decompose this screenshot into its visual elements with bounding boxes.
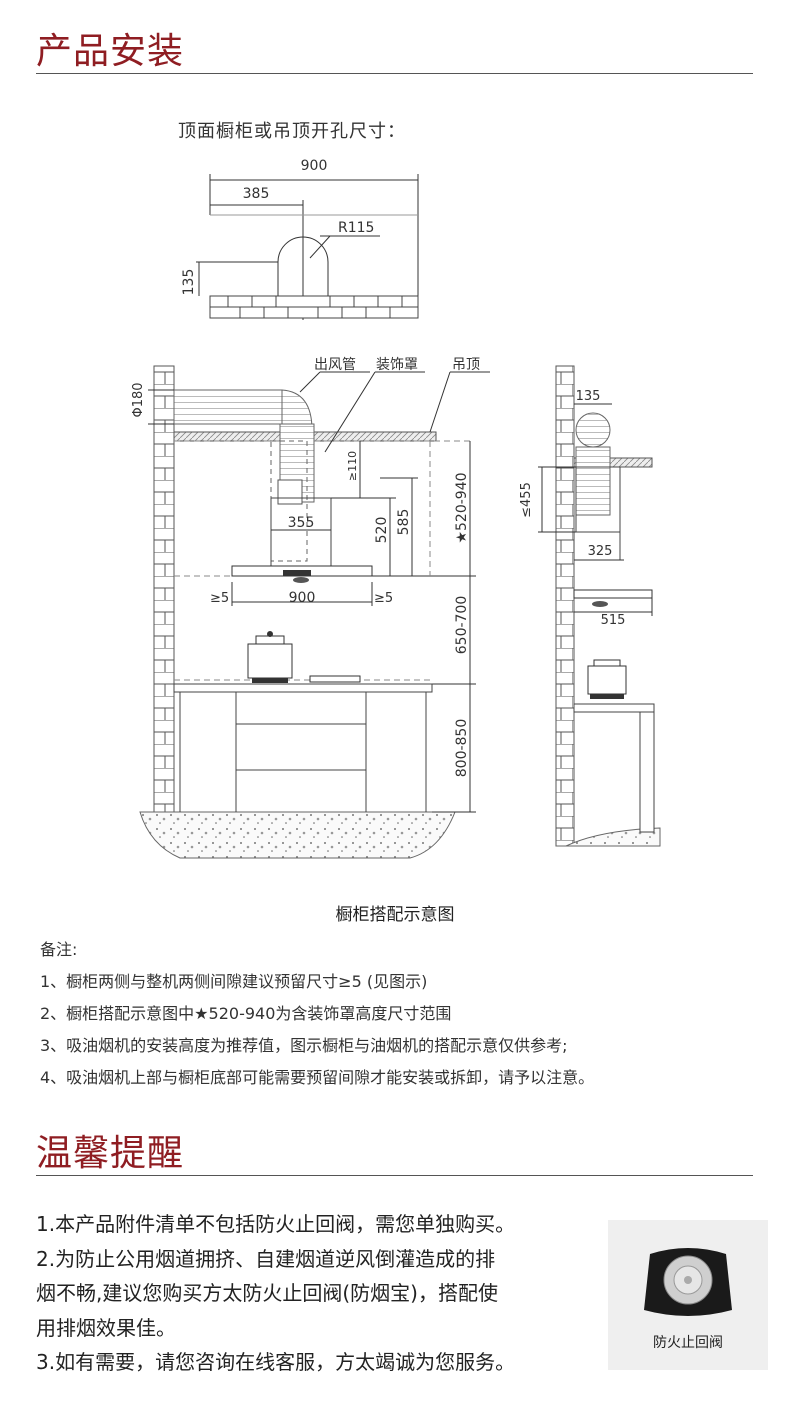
product-card: 防火止回阀 [608, 1220, 768, 1370]
diagram-caption: 橱柜搭配示意图 [335, 905, 455, 925]
dim-900-top: 900 [301, 158, 328, 174]
label-duct: 出风管 [314, 357, 356, 373]
note-item: 3、吸油烟机的安装高度为推荐值，图示橱柜与油烟机的搭配示意仅供参考; [40, 1036, 568, 1055]
section-divider [36, 1175, 753, 1176]
reminder-line: 用排烟效果佳。 [36, 1315, 176, 1340]
fire-check-valve-image [644, 1248, 732, 1316]
top-diagram-caption: 顶面橱柜或吊顶开孔尺寸： [178, 121, 406, 142]
notes-heading: 备注: [40, 940, 78, 959]
section-title-reminder: 温馨提醒 [36, 1133, 185, 1174]
dim-range: ★520-940 [454, 472, 470, 543]
label-ceiling: 吊顶 [452, 357, 480, 373]
dim-gap-left: ≥5 [210, 591, 229, 606]
reminder-line: 1.本产品附件清单不包括防火止回阀，需您单独购买。 [36, 1212, 516, 1236]
section-title-install: 产品安装 [36, 31, 185, 72]
note-item: 1、橱柜两侧与整机两侧间隙建议预留尺寸≥5 (见图示) [40, 972, 428, 991]
dim-phi180: Φ180 [131, 382, 146, 417]
reminder-line: 3.如有需要，请您咨询在线客服，方太竭诚为您服务。 [36, 1350, 516, 1374]
notes: 备注: 1、橱柜两侧与整机两侧间隙建议预留尺寸≥5 (见图示) 2、橱柜搭配示意… [40, 934, 594, 1094]
side-dim-135: 135 [576, 389, 601, 404]
product-label: 防火止回阀 [653, 1335, 723, 1351]
dim-ge110: ≥110 [346, 451, 359, 481]
note-item: 2、橱柜搭配示意图中★520-940为含装饰罩高度尺寸范围 [40, 1004, 452, 1023]
reminder-line: 烟不畅,建议您购买方太防火止回阀(防烟宝)，搭配使 [36, 1281, 498, 1305]
dim-650-700: 650-700 [454, 596, 470, 655]
dim-r115: R115 [338, 220, 374, 236]
dim-800-850: 800-850 [454, 719, 470, 778]
side-dim-455: ≤455 [519, 482, 534, 518]
dim-385: 385 [243, 186, 270, 202]
dim-585: 585 [396, 509, 412, 536]
dim-520: 520 [374, 517, 390, 544]
side-dim-515: 515 [601, 613, 626, 628]
note-item: 4、吸油烟机上部与橱柜底部可能需要预留间隙才能安装或拆卸，请予以注意。 [40, 1068, 595, 1087]
label-cover: 装饰罩 [376, 357, 418, 373]
section-divider [36, 73, 753, 74]
installation-diagram: 出风管 装饰罩 吊顶 Φ180 ≥110 355 520 585 ★520-94… [131, 357, 661, 859]
reminder-line: 2.为防止公用烟道拥挤、自建烟道逆风倒灌造成的排 [36, 1246, 496, 1271]
dim-135: 135 [181, 269, 197, 296]
reminder-list: 1.本产品附件清单不包括防火止回阀，需您单独购买。 2.为防止公用烟道拥挤、自建… [36, 1207, 596, 1380]
dim-355: 355 [288, 515, 315, 531]
dim-900: 900 [289, 590, 316, 606]
side-dim-325: 325 [588, 544, 613, 559]
dim-gap-right: ≥5 [374, 591, 393, 606]
cutout-diagram: 900 385 R115 135 [181, 158, 419, 320]
